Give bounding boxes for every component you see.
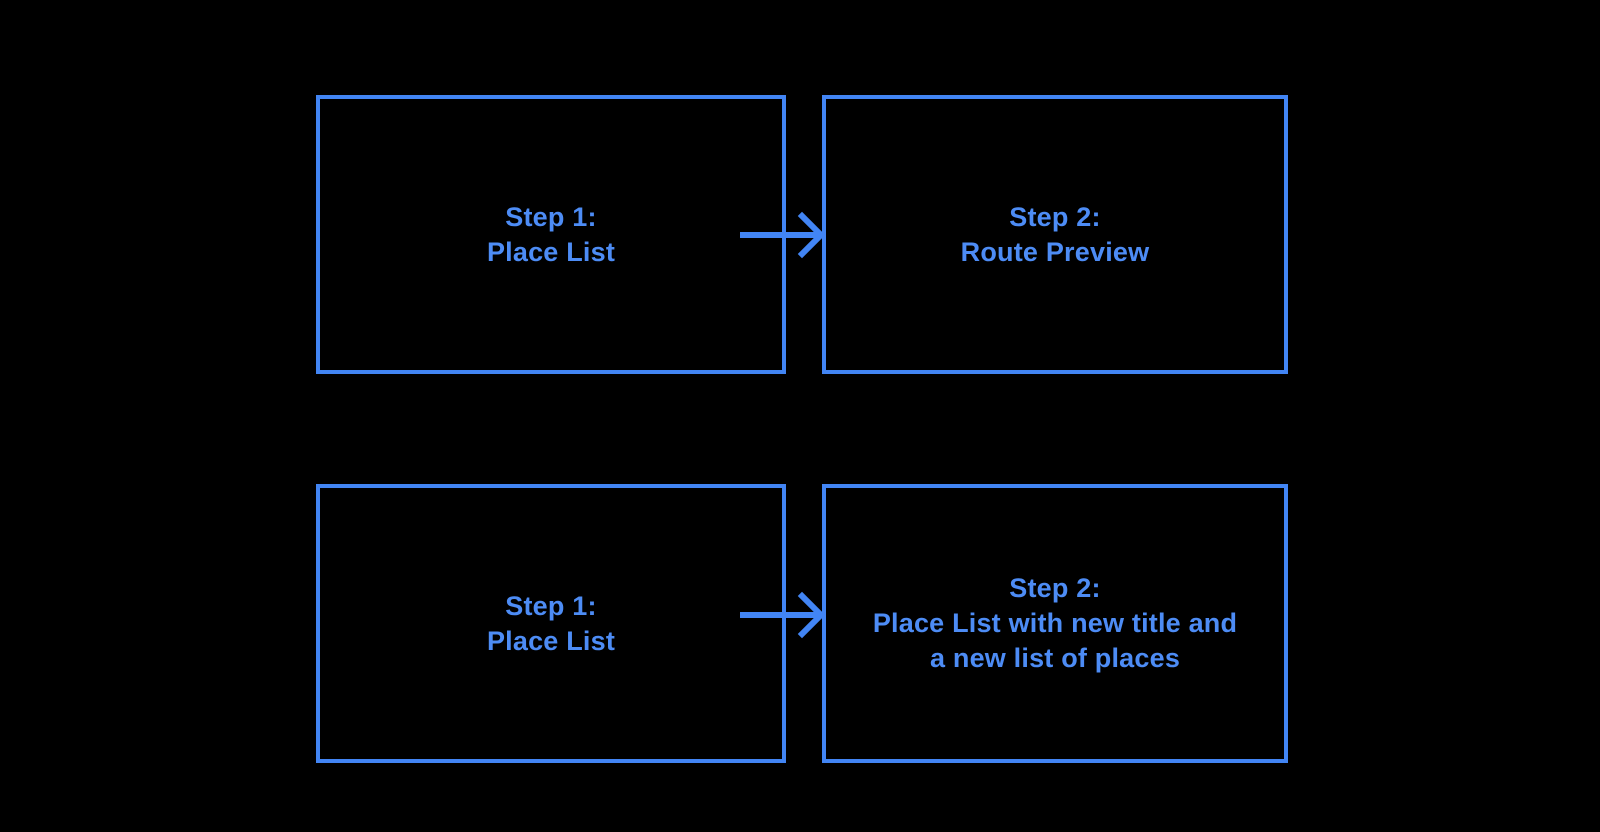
- flow-node-step2-bottom[interactable]: Step 2: Place List with new title and a …: [822, 484, 1288, 763]
- flow-node-step1-bottom[interactable]: Step 1: Place List: [316, 484, 786, 763]
- flow-node-label: Step 2: Route Preview: [960, 201, 1150, 267]
- arrow-right-icon: [740, 211, 826, 259]
- flow-node-step2-top[interactable]: Step 2: Route Preview: [822, 95, 1288, 374]
- flow-node-label: Step 1: Place List: [486, 201, 616, 267]
- flow-node-step1-top[interactable]: Step 1: Place List: [316, 95, 786, 374]
- arrow-right-icon: [740, 591, 826, 639]
- flow-node-label: Step 1: Place List: [486, 590, 616, 656]
- flow-node-label: Step 2: Place List with new title and a …: [872, 573, 1238, 673]
